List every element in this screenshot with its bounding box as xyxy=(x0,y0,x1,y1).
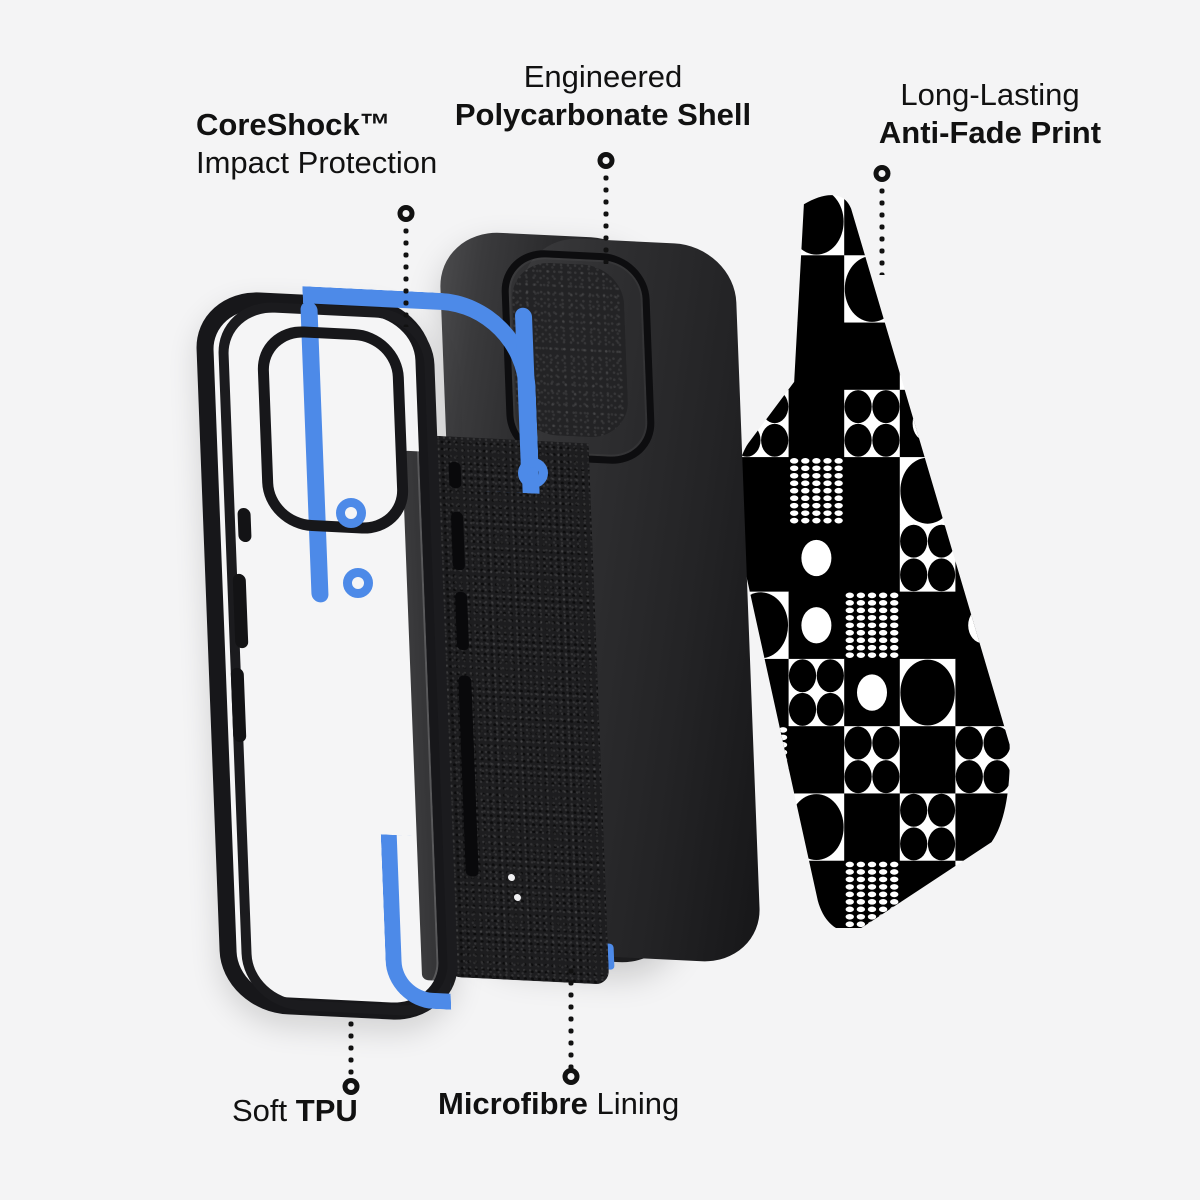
camera-lens-ring-icon xyxy=(518,458,548,488)
callout-microfibre-emphasis: Microfibre xyxy=(438,1086,588,1121)
callout-coreshock: CoreShock™ Impact Protection xyxy=(196,106,437,182)
callout-antifade-line1: Long-Lasting xyxy=(900,77,1080,112)
callout-tpu: Soft TPU xyxy=(232,1092,358,1130)
leader-ring-icon xyxy=(873,165,890,182)
callout-tpu-prefix: Soft xyxy=(232,1093,296,1128)
callout-polycarbonate: Engineered Polycarbonate Shell xyxy=(423,58,783,134)
tpu-camera-cutout xyxy=(256,324,410,536)
leader-line-microfibre xyxy=(562,965,579,1095)
leader-ring-icon xyxy=(397,205,414,222)
tpu-mute-button-cutout xyxy=(237,507,252,543)
callout-tpu-emphasis: TPU xyxy=(295,1093,358,1128)
callout-antifade: Long-Lasting Anti-Fade Print xyxy=(860,76,1120,152)
leader-ring-icon xyxy=(597,152,614,169)
callout-coreshock-line1: CoreShock™ xyxy=(196,107,391,142)
printed-insert-layer xyxy=(733,188,1011,928)
callout-microfibre: Microfibre Lining xyxy=(438,1085,679,1123)
leader-ring-icon xyxy=(342,1078,359,1095)
leader-line-tpu xyxy=(342,1018,359,1100)
leader-stem xyxy=(403,225,408,327)
leader-line-polycarbonate xyxy=(597,152,614,264)
callout-microfibre-suffix: Lining xyxy=(587,1086,680,1121)
callout-polycarbonate-line1: Engineered xyxy=(523,59,683,94)
leader-line-antifade xyxy=(873,165,890,275)
leader-stem xyxy=(568,965,573,1070)
callout-coreshock-line2: Impact Protection xyxy=(196,144,438,180)
leader-stem xyxy=(348,1018,353,1080)
camera-lens-ring-icon xyxy=(336,498,366,528)
leader-stem xyxy=(603,172,608,264)
callout-antifade-line2: Anti-Fade Print xyxy=(878,114,1102,150)
leader-stem xyxy=(879,185,884,275)
leader-ring-icon xyxy=(562,1068,579,1085)
callout-polycarbonate-line2: Polycarbonate Shell xyxy=(454,96,752,132)
print-pattern-clip xyxy=(733,188,1011,928)
leader-line-coreshock xyxy=(397,205,414,327)
tpu-bumper-layer xyxy=(194,286,548,1036)
camera-lens-ring-icon xyxy=(343,568,373,598)
print-pattern-svg xyxy=(733,188,1011,928)
